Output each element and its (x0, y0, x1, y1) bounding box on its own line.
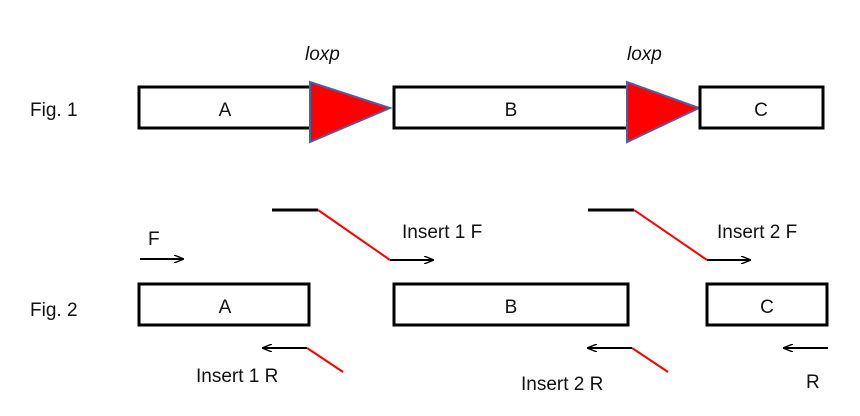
primer-insert1f: Insert 1 F (272, 208, 482, 261)
loxp-label-1: loxp (305, 44, 340, 65)
primer-insert2f: Insert 2 F (588, 208, 797, 261)
loxp-triangle-2 (626, 80, 702, 144)
fig2-segment-c-label: C (760, 297, 774, 318)
fig2-segment-b: B (392, 282, 630, 327)
primer-insert1f-tail (317, 209, 391, 261)
primer-insert1r: Insert 1 R (196, 347, 344, 387)
primer-insert2f-label: Insert 2 F (717, 222, 797, 243)
fig2-segment-a: A (137, 282, 311, 327)
fig2-label: Fig. 2 (30, 300, 78, 321)
fig1-segment-a: A (137, 85, 313, 130)
fig1-segment-b: B (392, 85, 630, 130)
primer-insert1f-label: Insert 1 F (402, 222, 482, 243)
fig2-segment-b-label: B (505, 297, 518, 318)
primer-f-label: F (148, 229, 160, 250)
primer-insert1r-tail (306, 347, 344, 373)
primer-insert2r-label: Insert 2 R (521, 374, 603, 395)
primer-f: F (140, 229, 183, 259)
fig1-segment-a-label: A (219, 100, 232, 121)
loxp-triangle-1 (309, 80, 393, 144)
fig2-segment-c: C (705, 282, 829, 327)
fig1-segment-b-label: B (505, 100, 518, 121)
fig2-segment-a-label: A (219, 297, 232, 318)
fig1-segment-c: C (698, 85, 825, 130)
fig1-label: Fig. 1 (30, 100, 78, 121)
primer-insert2r-tail (631, 347, 669, 373)
loxp-label-2: loxp (627, 44, 662, 65)
primer-insert2f-tail (633, 209, 708, 261)
primer-insert2r: Insert 2 R (521, 347, 669, 395)
fig1-segment-c-label: C (754, 100, 768, 121)
primer-r-label: R (806, 372, 820, 393)
primer-r: R (784, 348, 828, 393)
primer-insert1r-label: Insert 1 R (196, 366, 278, 387)
